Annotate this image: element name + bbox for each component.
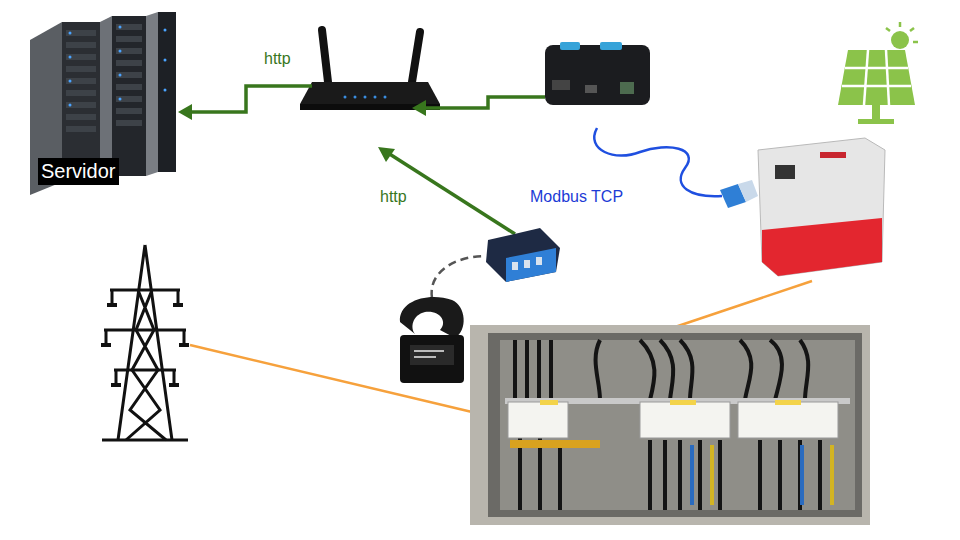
inverter-illustration — [758, 138, 885, 276]
server-label: Servidor — [41, 160, 116, 183]
link-label: http — [264, 50, 291, 67]
label-holder: http — [380, 188, 407, 206]
electrical-panel-photo — [470, 325, 870, 525]
ct-clamp-lead — [432, 256, 486, 298]
label-holder: http — [264, 50, 291, 68]
insulators — [101, 303, 189, 387]
server-label-box: Servidor — [38, 158, 119, 185]
router-illustration — [300, 30, 440, 110]
ethernet-cable — [594, 128, 722, 196]
label-holder: Modbus TCP — [530, 188, 623, 206]
link-label: http — [380, 188, 407, 205]
ct-clamp-illustration — [400, 297, 464, 383]
energy-meter-illustration — [486, 228, 560, 282]
transmission-tower — [102, 245, 188, 440]
controller-illustration — [545, 42, 650, 105]
arrowheads — [178, 100, 426, 162]
solar-panel-icon — [838, 22, 918, 124]
http-arrows — [190, 86, 545, 234]
protocol-label: Modbus TCP — [530, 188, 623, 205]
server-illustration — [30, 12, 176, 195]
ethernet-plug — [720, 180, 758, 208]
